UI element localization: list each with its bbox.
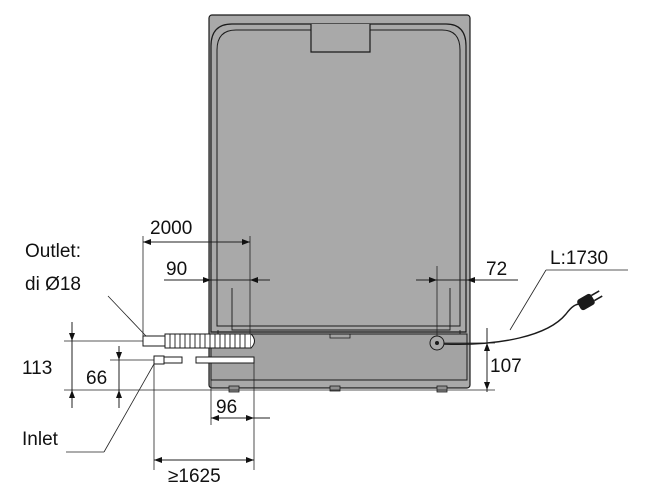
inlet-fitting	[163, 356, 183, 364]
hoses	[142, 333, 255, 365]
dishwasher-body	[208, 14, 471, 393]
inlet-hose	[195, 356, 255, 364]
top-handle-notch	[310, 24, 371, 53]
outlet-offset-label: 90	[166, 259, 187, 280]
outlet-hose	[164, 333, 252, 349]
inlet-label: Inlet	[22, 429, 59, 450]
inlet-height-label: 66	[86, 368, 107, 389]
foot-left	[228, 385, 240, 393]
inlet-offset-label: 96	[216, 397, 237, 418]
foot-middle	[329, 385, 341, 392]
plinth-notch	[329, 334, 351, 339]
tub-frame	[231, 288, 451, 331]
inlet-connector	[153, 355, 165, 365]
outlet-label-line1: Outlet:	[25, 241, 81, 262]
labels: Outlet: di Ø18 2000 90 72 L:1730 113 66 …	[22, 218, 608, 487]
inlet-hose-length-label: ≥1625	[168, 466, 221, 487]
door-inner-frame	[216, 29, 461, 327]
power-connector-core	[435, 341, 439, 345]
outlet-height-label: 113	[22, 358, 52, 379]
plug-height-label: 107	[490, 356, 522, 377]
outlet-hose-length-label: 2000	[150, 218, 192, 239]
outlet-label-line2: di Ø18	[25, 274, 81, 295]
outlet-hose-end	[250, 333, 255, 349]
outlet-hose-ribs	[169, 334, 246, 348]
dimension-lines	[64, 236, 628, 470]
plug-icon	[577, 290, 603, 311]
outlet-connector	[142, 335, 166, 347]
door-panel	[210, 23, 467, 333]
cable-length-label: L:1730	[550, 248, 608, 269]
foot-right	[436, 385, 448, 393]
right-offset-label: 72	[486, 259, 507, 280]
